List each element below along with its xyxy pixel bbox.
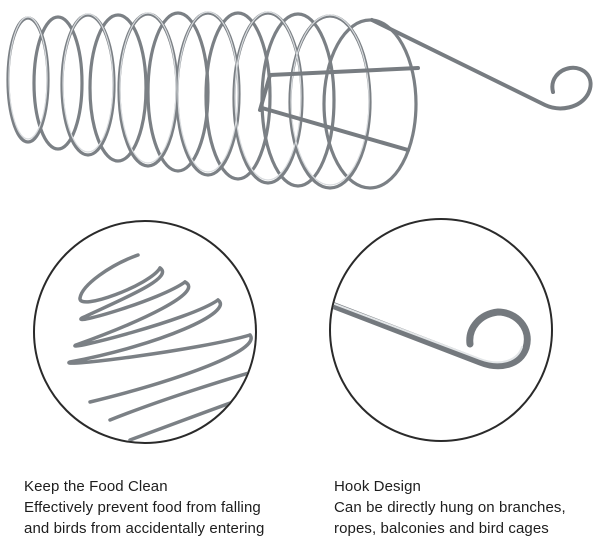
caption-hook-design: Hook Design Can be directly hung on bran… bbox=[334, 476, 566, 539]
caption-line: ropes, balconies and bird cages bbox=[334, 520, 549, 537]
caption-title: Keep the Food Clean bbox=[24, 478, 168, 495]
detail-circle-spiral bbox=[33, 220, 257, 444]
caption-title: Hook Design bbox=[334, 478, 421, 495]
hook-wire bbox=[258, 18, 593, 152]
detail-circle-hook bbox=[329, 218, 553, 442]
spiral-coil bbox=[6, 11, 418, 190]
caption-line: Effectively prevent food from falling bbox=[24, 499, 261, 516]
caption-keep-food-clean: Keep the Food Clean Effectively prevent … bbox=[24, 476, 264, 539]
caption-line: Can be directly hung on branches, bbox=[334, 499, 566, 516]
caption-line: and birds from accidentally entering bbox=[24, 520, 265, 537]
